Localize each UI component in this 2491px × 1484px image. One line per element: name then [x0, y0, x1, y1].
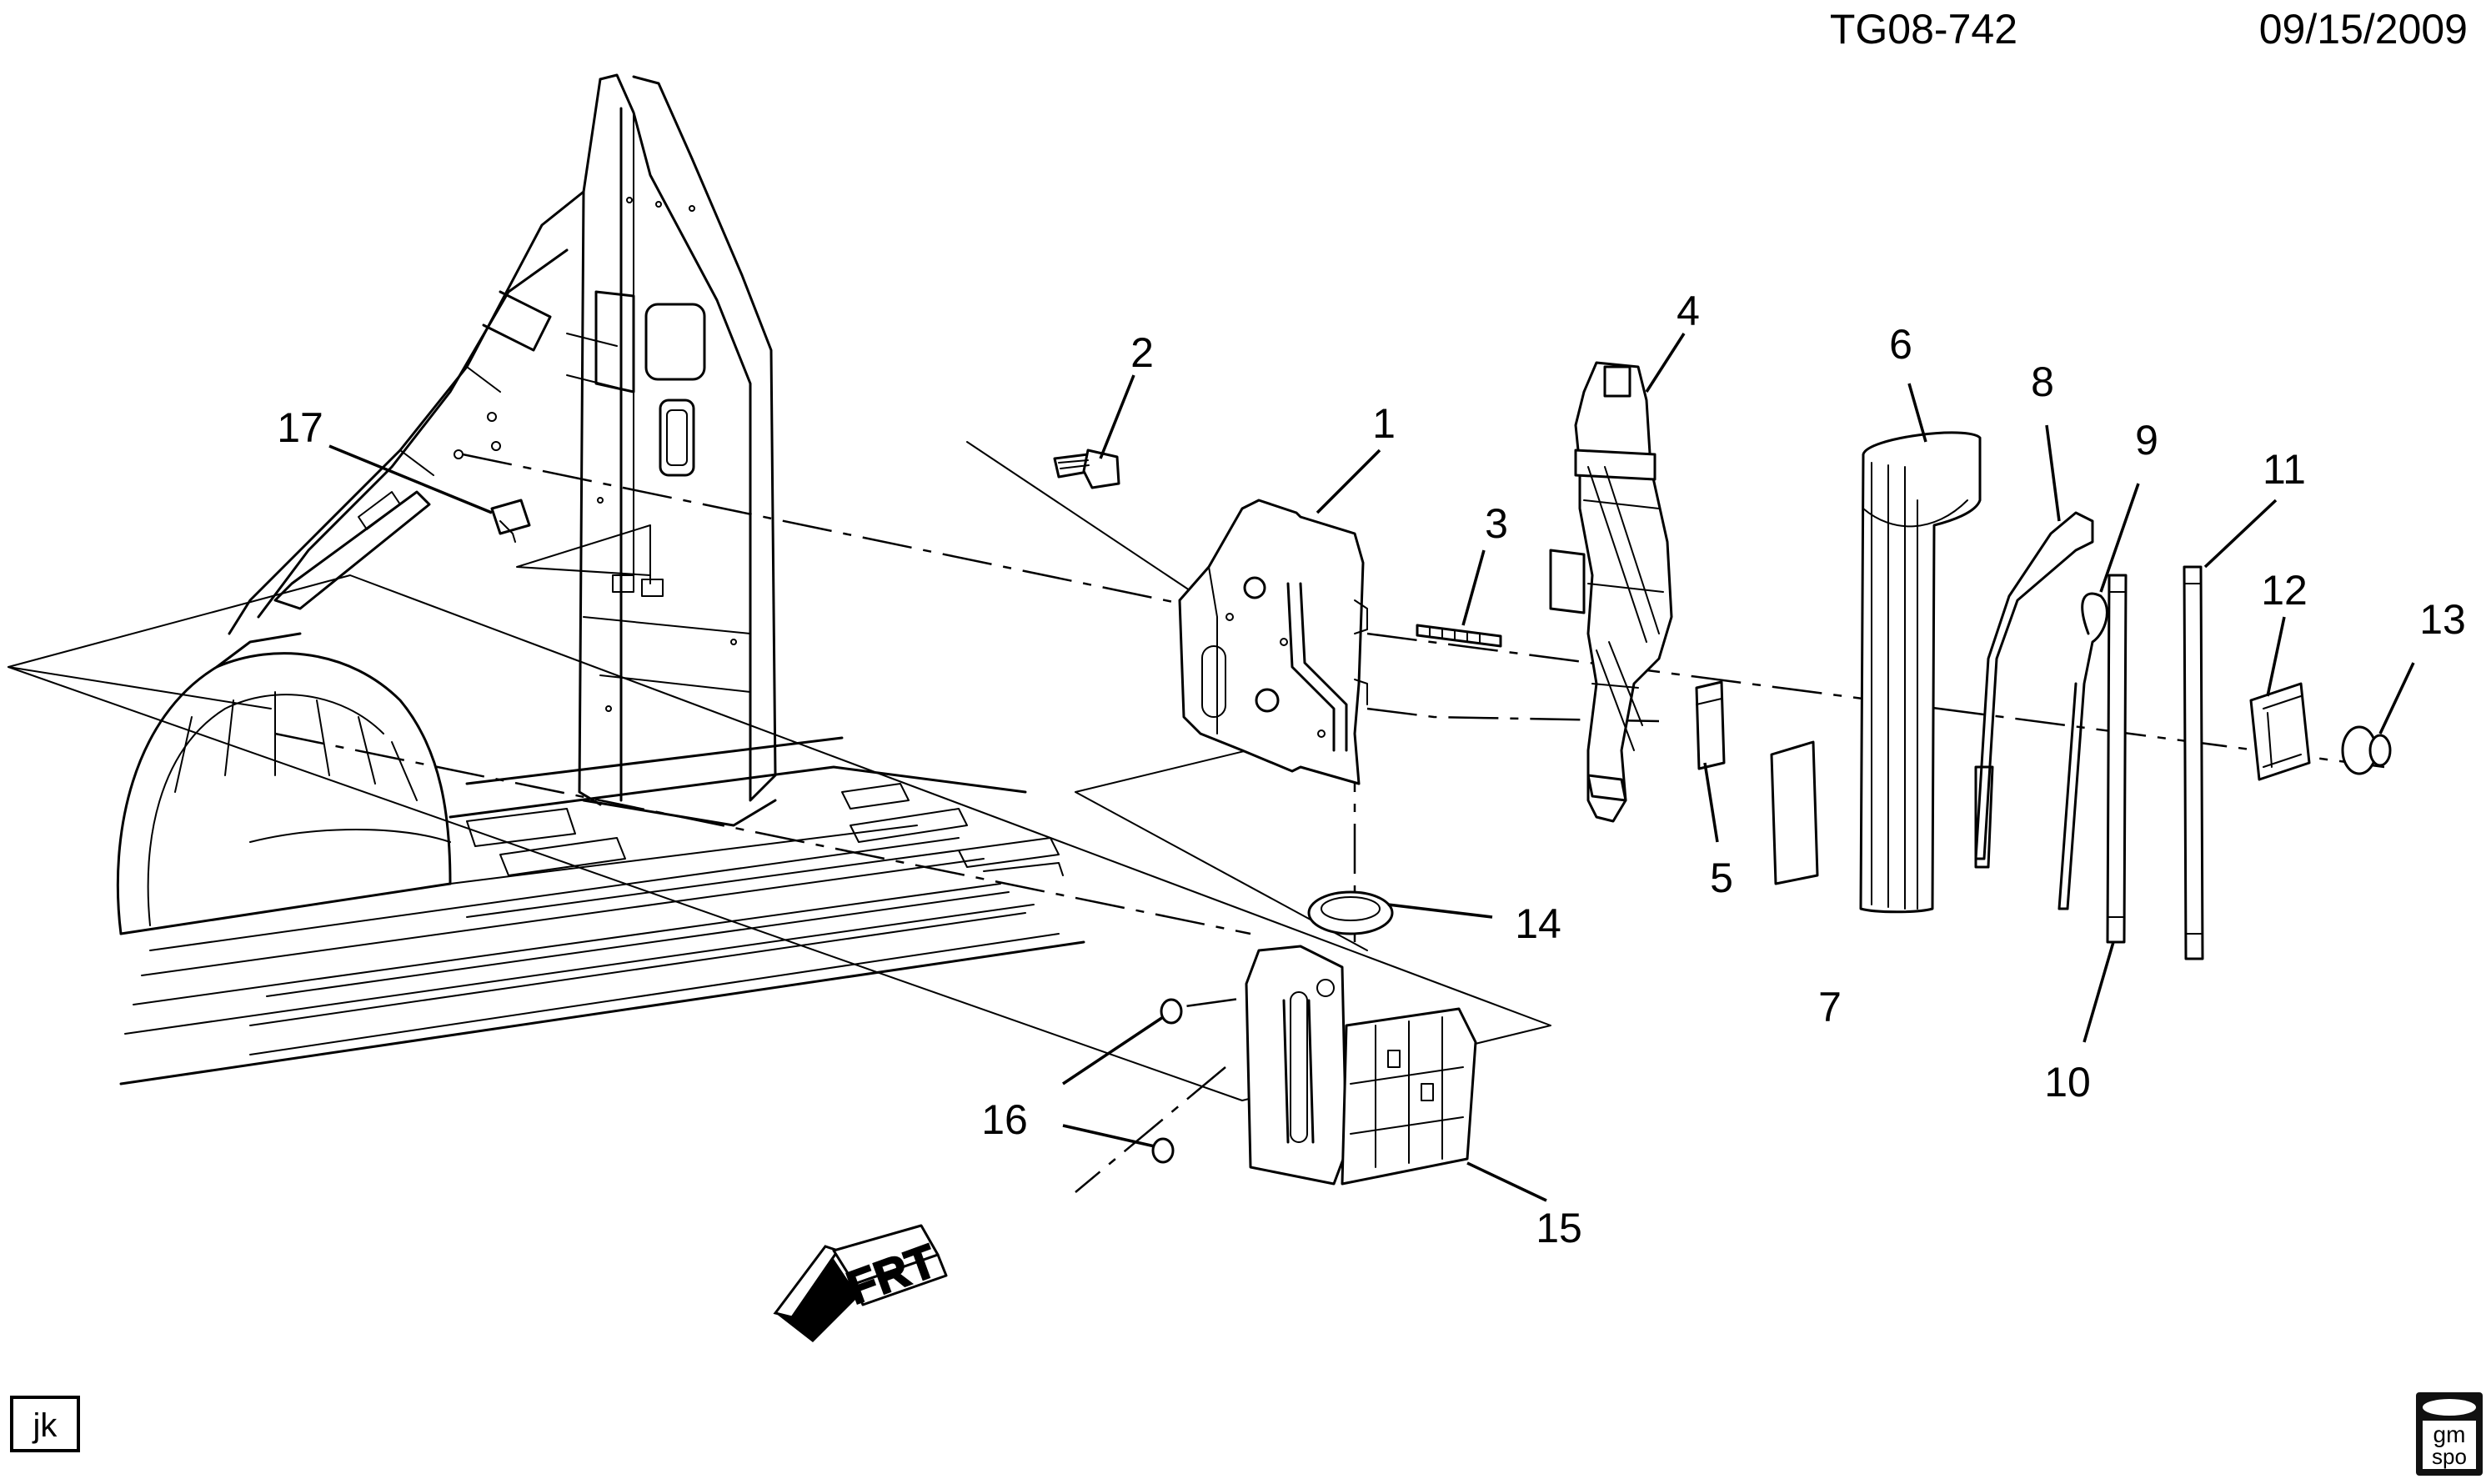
logo-text-gm: gm: [2433, 1421, 2466, 1447]
callout-10: 10: [2044, 1059, 2091, 1105]
part-8-lug-wrench: [1974, 511, 2094, 869]
callout-13: 13: [2419, 596, 2466, 643]
part-14-grommet: [1307, 890, 1394, 935]
part-16-nuts: [1151, 998, 1183, 1164]
part-13-wing-nut: [2341, 725, 2392, 775]
part-1-jack-bracket: [1178, 499, 1368, 785]
callout-2: 2: [1130, 329, 1154, 376]
callout-8: 8: [2031, 358, 2054, 405]
part-11-extension-rod: [2183, 565, 2204, 960]
part-6-tool-bag: [1859, 431, 1982, 914]
part-10-extension-rod: [2106, 574, 2128, 944]
part-2-bolt: [1053, 449, 1120, 489]
initials-text: jk: [33, 1407, 58, 1444]
callout-17: 17: [277, 404, 323, 451]
callout-4: 4: [1677, 288, 1700, 334]
part-9-hook-rod: [2057, 592, 2108, 910]
callout-labels: 1 2 3 4 5 6 7 8 9 10 11 12 13 14 15 16 1…: [277, 288, 2466, 1251]
callout-9: 9: [2135, 417, 2158, 464]
part-3-stud: [1416, 624, 1502, 648]
callout-5: 5: [1710, 855, 1733, 901]
part-15-lower-bracket: [1245, 945, 1477, 1186]
logo-text-spo: spo: [2432, 1444, 2467, 1469]
callout-12: 12: [2261, 567, 2308, 614]
drawing-id: TG08-742: [1830, 6, 2017, 53]
part-7-card: [1770, 740, 1819, 885]
callout-11: 11: [2263, 446, 2306, 493]
callout-1: 1: [1372, 400, 1396, 447]
callout-7: 7: [1818, 984, 1842, 1030]
initials-box: jk: [10, 1396, 80, 1452]
part-4-jack: [1549, 361, 1673, 823]
part-12-clip: [2249, 682, 2311, 781]
drawing-date: 09/15/2009: [2259, 6, 2468, 53]
callout-6: 6: [1889, 321, 1912, 368]
callout-14: 14: [1515, 900, 1561, 947]
callout-3: 3: [1485, 500, 1508, 547]
gm-spo-logo: gm spo: [2416, 1392, 2483, 1476]
part-17-clip: [490, 499, 531, 543]
vehicle-body: [116, 73, 1085, 1085]
reference-lines: [8, 441, 2385, 1193]
leader-lines: [328, 333, 2415, 1202]
callout-16: 16: [981, 1096, 1028, 1143]
callout-15: 15: [1536, 1205, 1582, 1251]
front-direction-arrow: FRT: [773, 1224, 948, 1342]
part-5-label: [1695, 680, 1726, 770]
